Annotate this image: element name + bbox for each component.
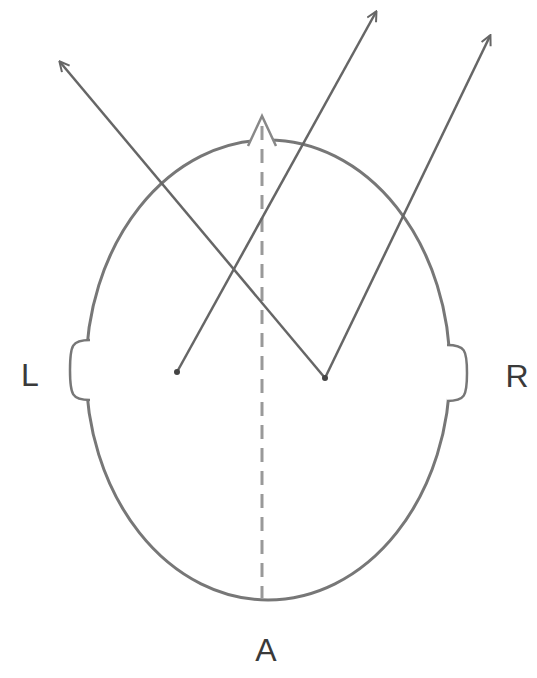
left-ear [70, 340, 90, 400]
side-label: R [505, 360, 528, 392]
sound-ray [325, 36, 490, 378]
side-label: L [21, 359, 39, 391]
source-point [322, 375, 328, 381]
midline [261, 126, 264, 598]
sound-ray [177, 12, 376, 372]
side-label: A [255, 634, 276, 666]
source-point [174, 369, 180, 375]
right-ear [447, 345, 467, 401]
sound-ray [60, 62, 325, 378]
